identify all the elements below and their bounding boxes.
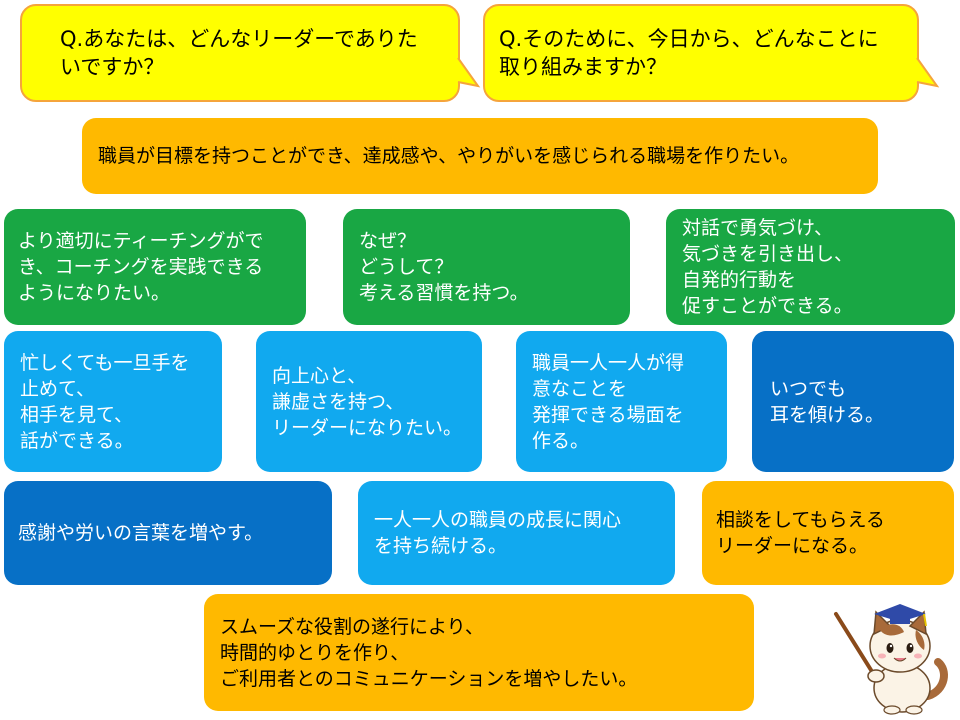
- answer-box-communication: スムーズな役割の遂行により、 時間的ゆとりを作り、 ご利用者とのコミュニケーショ…: [204, 594, 754, 711]
- answer-text: 職員一人一人が得 意なことを 発揮できる場面を 作る。: [532, 351, 685, 452]
- answer-box-strengths: 職員一人一人が得 意なことを 発揮できる場面を 作る。: [516, 331, 727, 472]
- answer-box-dialogue: 対話で勇気づけ、 気づきを引き出し、 自発的行動を 促すことができる。: [666, 209, 955, 325]
- main-goal-box: 職員が目標を持つことができ、達成感や、やりがいを感じられる職場を作りたい。: [82, 118, 878, 194]
- bubble-tail-icon: [916, 57, 940, 88]
- answer-text: なぜ？ どうして？ 考える習慣を持つ。: [359, 230, 529, 304]
- answer-text: 感謝や労いの言葉を増やす。: [18, 522, 264, 544]
- question-1-text: Q.あなたは、どんなリーダーでありた いですか？: [60, 27, 418, 79]
- answer-box-gratitude: 感謝や労いの言葉を増やす。: [4, 481, 332, 585]
- answer-text: 忙しくても一旦手を 止めて、 相手を見て、 話ができる。: [20, 351, 190, 452]
- answer-text: 向上心と、 謙虚さを持つ、 リーダーになりたい。: [272, 364, 463, 439]
- answer-box-why: なぜ？ どうして？ 考える習慣を持つ。: [343, 209, 630, 325]
- answer-box-consult: 相談をしてもらえる リーダーになる。: [702, 481, 954, 585]
- answer-box-teaching: より適切にティーチングができ、コーチングを実践できる ようになりたい。: [4, 209, 306, 325]
- answer-text: 相談をしてもらえる リーダーになる。: [716, 509, 885, 557]
- question-bubble-1: Q.あなたは、どんなリーダーでありた いですか？: [20, 4, 481, 102]
- answer-box-listen: いつでも 耳を傾ける。: [752, 331, 954, 472]
- bubble-tail-icon: [457, 57, 481, 88]
- answer-box-busy: 忙しくても一旦手を 止めて、 相手を見て、 話ができる。: [4, 331, 222, 472]
- question-bubble-2: Q.そのために、今日から、どんなことに 取り組みますか？: [483, 4, 940, 102]
- answer-box-humility: 向上心と、 謙虚さを持つ、 リーダーになりたい。: [256, 331, 482, 472]
- answer-text: スムーズな役割の遂行により、 時間的ゆとりを作り、 ご利用者とのコミュニケーショ…: [220, 615, 638, 690]
- answer-text: 一人一人の職員の成長に関心 を持ち続ける。: [374, 509, 622, 557]
- cat-teacher-with-pointer-icon: [834, 604, 948, 715]
- question-2-text: Q.そのために、今日から、どんなことに 取り組みますか？: [499, 27, 879, 79]
- answer-box-growth: 一人一人の職員の成長に関心 を持ち続ける。: [358, 481, 675, 585]
- answer-text: いつでも 耳を傾ける。: [770, 377, 885, 426]
- answer-text: より適切にティーチングができ、コーチングを実践できる ようになりたい。: [18, 230, 264, 304]
- main-goal-text: 職員が目標を持つことができ、達成感や、やりがいを感じられる職場を作りたい。: [98, 145, 800, 167]
- answer-text: 対話で勇気づけ、 気づきを引き出し、 自発的行動を 促すことができる。: [682, 217, 854, 317]
